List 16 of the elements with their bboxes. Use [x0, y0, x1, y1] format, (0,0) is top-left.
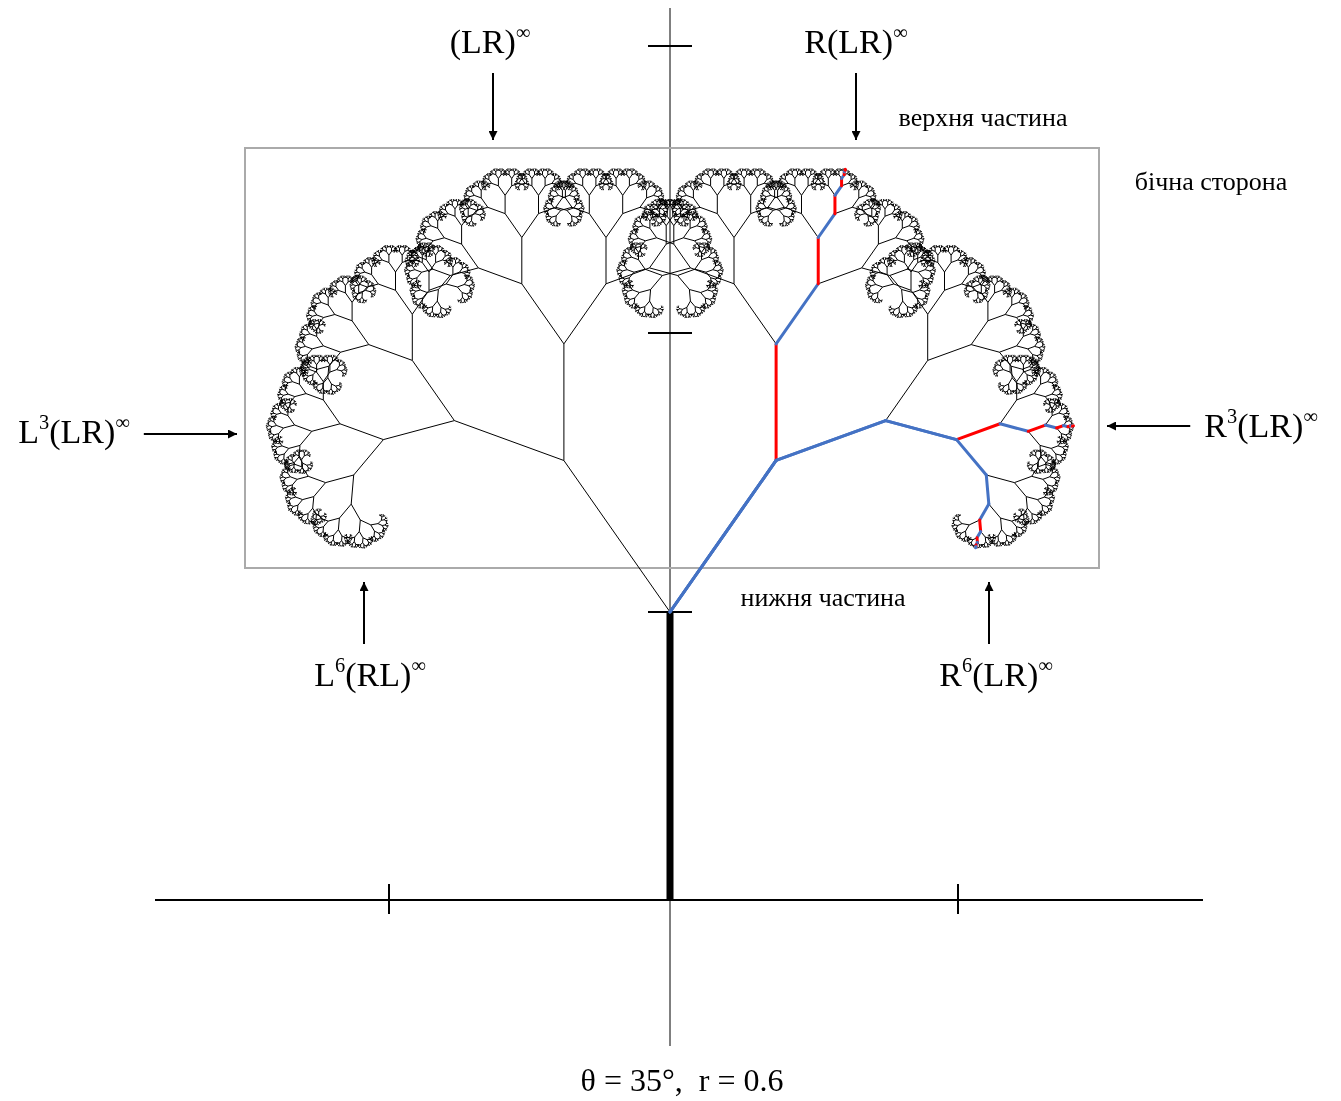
arrow	[142, 429, 238, 439]
arrow	[984, 581, 994, 645]
region-label: верхня частина	[898, 105, 1068, 131]
arrow	[488, 72, 498, 141]
arrow	[359, 581, 369, 645]
arrow	[851, 72, 861, 141]
arrow	[1106, 421, 1192, 431]
formula-label: L$^{6}$(RL)$^{∞}$	[314, 658, 426, 692]
formula-label: R$^{3}$(LR)$^{∞}$	[1204, 409, 1318, 443]
formula-label: (LR)$^{∞}$	[449, 25, 531, 59]
formula-label: R(LR)$^{∞}$	[804, 25, 908, 59]
caption: θ = 35°, r = 0.6	[580, 1064, 784, 1096]
formula-label: L$^{3}$(LR)$^{∞}$	[18, 415, 130, 449]
region-label: нижня частина	[740, 585, 906, 611]
region-label: бічна сторона	[1134, 169, 1288, 195]
formula-label: R$^{6}$(LR)$^{∞}$	[939, 658, 1053, 692]
